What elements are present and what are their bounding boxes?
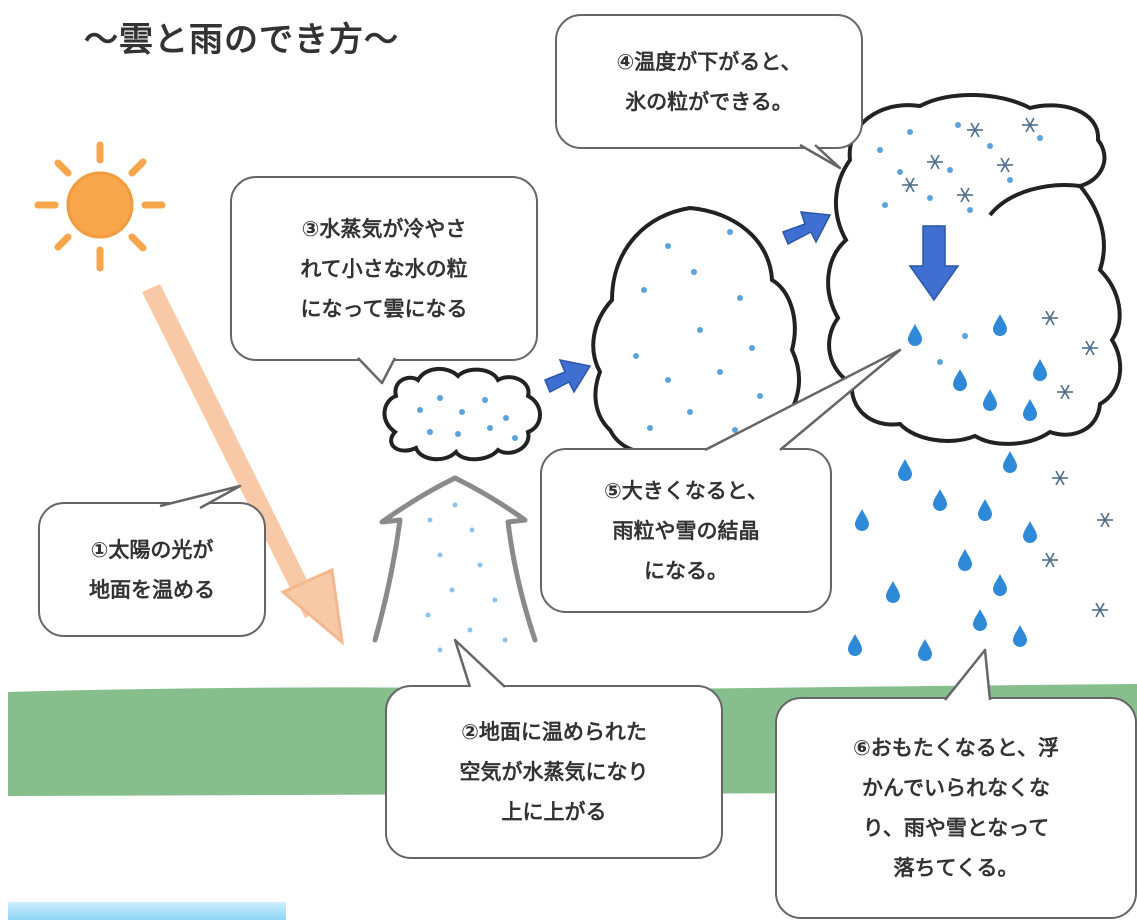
snowflake-icon bbox=[1092, 602, 1108, 618]
snowflake-icon bbox=[957, 187, 973, 203]
arrow-right-icon bbox=[782, 211, 832, 246]
raindrop-icon bbox=[953, 369, 967, 391]
rising-air-arrow-icon bbox=[372, 475, 538, 643]
raindrop-icon bbox=[993, 574, 1007, 596]
raindrop-icon bbox=[983, 389, 997, 411]
cloud-icon bbox=[591, 205, 801, 461]
thumbnail-image bbox=[8, 902, 286, 920]
snowflake-icon bbox=[967, 122, 983, 138]
step2-bubble: ②地面に温められた空気が水蒸気になり上に上がる bbox=[385, 685, 723, 859]
snowflake-icon bbox=[902, 177, 918, 193]
raindrop-icon bbox=[1023, 399, 1037, 421]
snowflake-icon bbox=[1082, 340, 1098, 356]
raindrop-icon bbox=[1033, 359, 1047, 381]
snowflake-icon bbox=[997, 157, 1013, 173]
raindrop-icon bbox=[1013, 625, 1027, 647]
page-title: ～雲と雨のでき方～ bbox=[84, 20, 399, 60]
raindrop-icon bbox=[958, 549, 972, 571]
cloud-icon bbox=[382, 367, 542, 462]
raindrop-icon bbox=[1023, 521, 1037, 543]
snowflake-icon bbox=[1042, 552, 1058, 568]
raindrop-icon bbox=[848, 634, 862, 656]
snowflake-icon bbox=[1057, 384, 1073, 400]
step3-bubble: ③水蒸気が冷やされて小さな水の粒になって雲になる bbox=[230, 176, 538, 361]
raindrop-icon bbox=[978, 499, 992, 521]
cloud-icon bbox=[826, 92, 1123, 446]
snowflake-icon bbox=[927, 154, 943, 170]
raindrop-icon bbox=[973, 609, 987, 631]
raindrop-icon bbox=[933, 489, 947, 511]
snowflake-icon bbox=[1052, 470, 1068, 486]
raindrop-icon bbox=[855, 509, 869, 531]
raindrop-icon bbox=[886, 581, 900, 603]
raindrop-icon bbox=[1003, 451, 1017, 473]
raindrop-icon bbox=[908, 324, 922, 346]
rising-air-dots bbox=[425, 502, 508, 653]
step1-bubble: ①太陽の光が地面を温める bbox=[38, 502, 266, 637]
raindrop-icon bbox=[918, 639, 932, 661]
step4-bubble: ④温度が下がると、氷の粒ができる。 bbox=[555, 14, 863, 149]
snowflake-icon bbox=[1097, 512, 1113, 528]
snowflakes bbox=[902, 117, 1113, 618]
raindrop-icon bbox=[993, 314, 1007, 336]
sunbeam-arrow-icon bbox=[142, 284, 345, 646]
raindrops bbox=[848, 314, 1047, 661]
arrow-right-icon bbox=[544, 358, 592, 394]
step6-bubble: ⑥おもたくなると、浮かんでいられなくなり、雨や雪となって落ちてくる。 bbox=[775, 697, 1137, 919]
step5-bubble: ⑤大きくなると、雨粒や雪の結晶になる。 bbox=[540, 448, 832, 613]
snowflake-icon bbox=[1042, 310, 1058, 326]
sun-icon bbox=[34, 141, 166, 272]
snowflake-icon bbox=[1022, 117, 1038, 133]
raindrop-icon bbox=[898, 459, 912, 481]
arrow-down-icon bbox=[908, 225, 960, 302]
